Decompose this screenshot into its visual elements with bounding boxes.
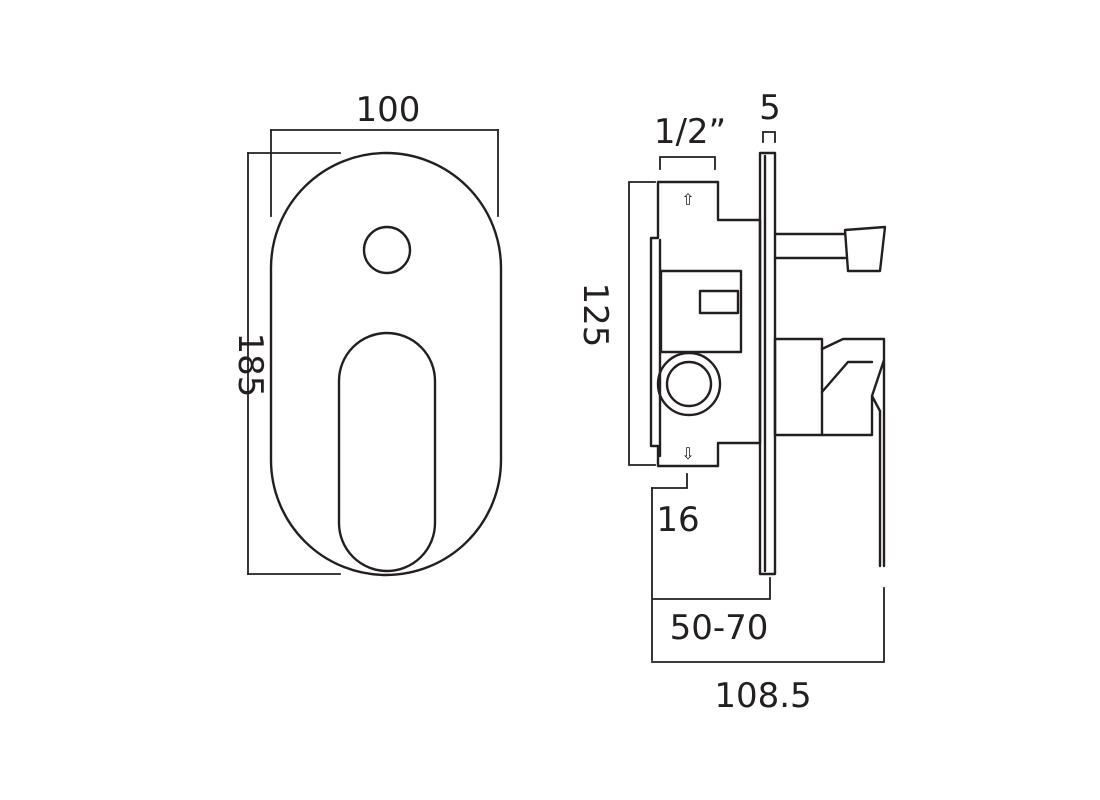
body-height-label: 125 — [575, 283, 615, 348]
body-offset-dimension — [651, 473, 688, 489]
body-height-dimension — [628, 181, 656, 466]
pipe-outlet-outer — [656, 351, 722, 417]
flow-arrow-down-icon: ⇩ — [681, 444, 694, 463]
height-dimension — [247, 152, 341, 575]
side-view: ⇧ ⇩ 1/2” 5 125 16 50-70 108.5 — [575, 88, 887, 716]
cartridge-stub — [698, 289, 740, 315]
front-width-label: 100 — [356, 90, 421, 130]
wall-depth-dimension — [651, 487, 771, 661]
width-dimension — [270, 129, 499, 217]
wall-depth-label: 50-70 — [670, 608, 769, 648]
total-depth-label: 108.5 — [714, 676, 811, 716]
valve-body — [649, 180, 762, 468]
body-offset-label: 16 — [656, 500, 699, 540]
lever-hub — [773, 337, 824, 437]
lever-handle-side — [820, 337, 886, 568]
lever-handle-front — [337, 331, 437, 573]
pipe-size-dimension — [659, 156, 716, 170]
front-view: 100 185 — [230, 90, 503, 577]
pipe-size-label: 1/2” — [654, 112, 726, 152]
front-height-label: 185 — [230, 333, 270, 398]
pipe-outlet-inner — [665, 360, 713, 408]
wall-plate — [758, 151, 777, 576]
front-plate-outline — [269, 151, 503, 577]
flow-arrow-up-icon: ⇧ — [681, 190, 694, 209]
diverter-knob-side — [843, 225, 887, 273]
plate-thickness-dimension — [762, 131, 776, 143]
total-depth-dimension — [651, 587, 885, 663]
plate-thickness-label: 5 — [759, 88, 781, 128]
diverter-spindle — [773, 232, 847, 260]
diverter-knob — [362, 225, 412, 275]
